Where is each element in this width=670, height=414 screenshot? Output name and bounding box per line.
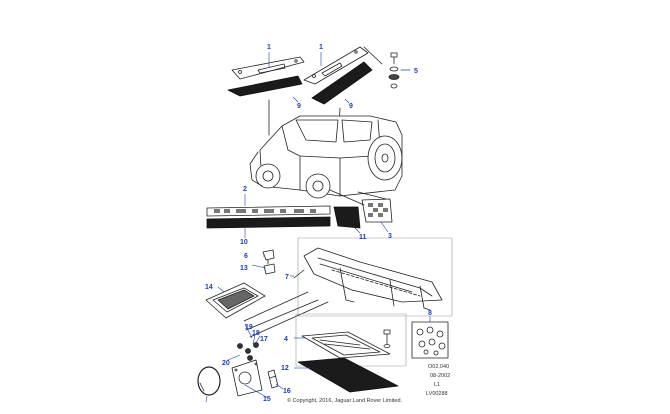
callout-19: 19 [245,324,253,331]
callout-2: 2 [243,186,247,193]
callout-7: 7 [285,274,289,281]
step-frame-panel [297,237,453,317]
callout-4: 4 [284,336,288,343]
step-frame [303,247,443,311]
callout-10: 10 [240,239,248,246]
diagram-reference: LV00288 [426,391,448,397]
right-sill-plate [303,46,369,85]
callout-17: 17 [260,336,268,343]
tread-plate [301,331,391,359]
callout-1-right: 1 [319,44,323,51]
callout-12: 12 [281,365,289,372]
tread-plate-screw [383,329,391,348]
left-sill-plate [231,56,305,80]
callout-6: 6 [244,253,248,260]
long-sill-pad [206,216,331,229]
ventilation-grille [205,282,266,319]
right-sill-pad [311,61,373,105]
rear-corner-plate [361,198,393,223]
callout-16: 16 [283,388,291,395]
fixing-kit [411,321,449,359]
callout-20: 20 [222,360,230,367]
screw-washer-set [388,52,411,89]
rear-corner-pad [333,206,361,229]
callout-5: 5 [414,68,418,75]
copyright-notice: © Copyright, 2016, Jaguar Land Rover Lim… [287,398,403,404]
retaining-clip [262,249,275,265]
mounting-plate [231,359,263,397]
diagram-date: 08-2002 [430,373,451,379]
long-sill-strip [206,205,331,217]
clip-nut [263,263,276,275]
callout-9-right: 9 [349,103,353,110]
callout-8: 8 [428,310,432,317]
callout-18: 18 [252,330,260,337]
callout-14: 14 [205,284,213,291]
retaining-ring [197,366,221,396]
callout-9-left: 9 [297,103,301,110]
diagram-code: O02.040 [428,364,450,370]
plate-bolt [267,369,279,389]
callout-13: 13 [240,265,248,272]
diagram-line: L1 [434,382,441,388]
callout-3: 3 [388,233,392,240]
callout-11: 11 [359,234,367,241]
small-fasteners [237,342,259,361]
tread-pad [297,357,399,393]
left-sill-pad [227,75,303,97]
callout-1-left: 1 [267,44,271,51]
vehicle-outline [249,115,403,199]
callout-15: 15 [263,396,271,403]
